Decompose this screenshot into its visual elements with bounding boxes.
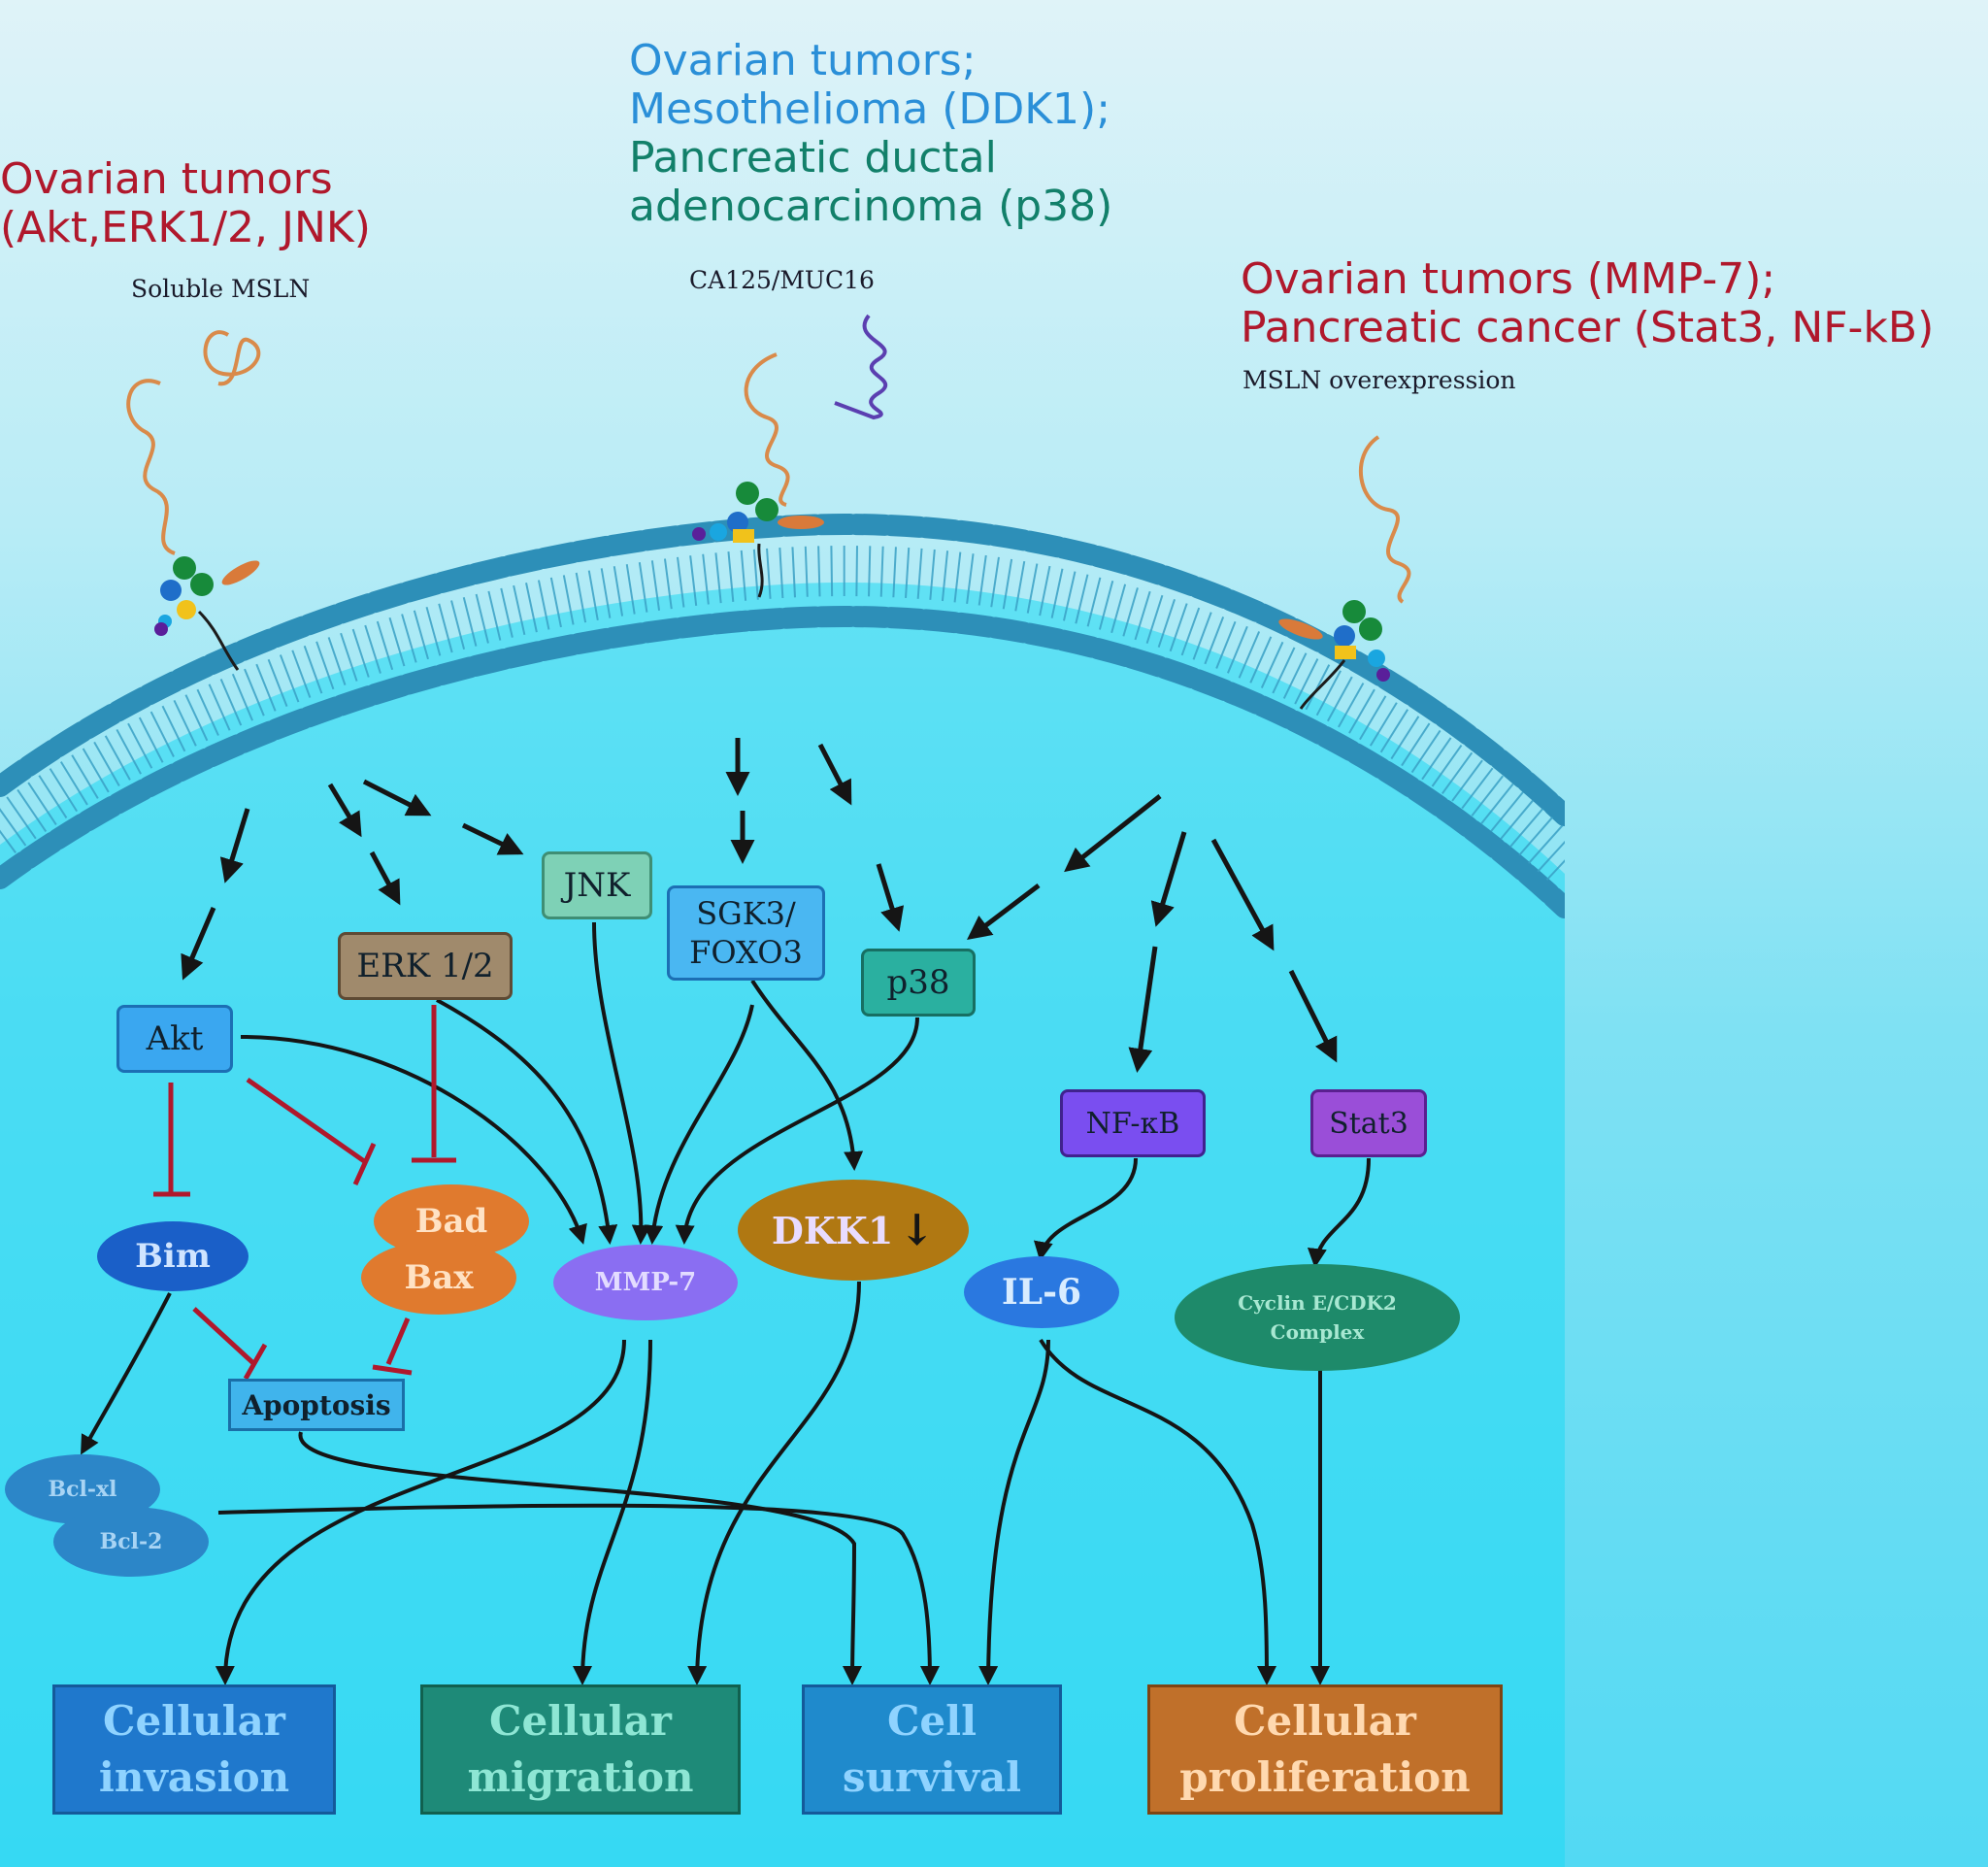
ca125-muc16-complex <box>692 314 888 598</box>
curve-nfkb-il6 <box>1033 1157 1138 1261</box>
curve-bim-bcl <box>81 1292 172 1455</box>
arrow-right-to-p38-2 <box>967 883 1041 941</box>
cyclin-cdk2-label: Cyclin E/CDK2 <box>1238 1291 1397 1315</box>
curve-dkk1-migration <box>687 1281 861 1685</box>
arrow-to-stat3-2 <box>1288 969 1338 1063</box>
curve-akt-mmp7 <box>240 1035 587 1245</box>
left-header-line1: Ovarian tumors <box>0 154 333 204</box>
nfkb-node: NF-κB <box>1060 1089 1206 1157</box>
membrane-inner-leaflet <box>0 605 1565 918</box>
right-header-line2: Pancreatic cancer (Stat3, NF-kB) <box>1241 303 1935 352</box>
inhibition-lines <box>153 1005 456 1381</box>
cell-survival-box: Cell survival <box>802 1684 1062 1815</box>
curve-bcl-survival <box>217 1503 940 1685</box>
msln-overexpression-label: MSLN overexpression <box>1242 366 1516 394</box>
overexpressed-msln-protein <box>1278 435 1411 710</box>
left-header: Ovarian tumors (Akt,ERK1/2, JNK) <box>0 155 371 252</box>
curve-sgk3-dkk1 <box>750 979 864 1171</box>
akt-inhibits-badbax <box>246 1077 377 1186</box>
membrane-lipid-tails <box>0 545 1565 881</box>
bim-node: Bim <box>97 1221 248 1291</box>
center-header: Ovarian tumors; Mesothelioma (DDK1); Pan… <box>629 37 1112 231</box>
erk-inhibits-badbax <box>412 1005 456 1163</box>
membrane-outer-leaflet <box>0 513 1565 826</box>
curve-il6-survival <box>978 1339 1050 1685</box>
p38-node: p38 <box>861 949 976 1017</box>
right-header: Ovarian tumors (MMP-7); Pancreatic cance… <box>1241 255 1934 352</box>
curve-sgk3-mmp7 <box>644 1004 754 1245</box>
sgk3-foxo3-node: SGK3/ FOXO3 <box>667 885 825 981</box>
curve-mmp7-migration <box>573 1339 652 1685</box>
arrow-to-nfkb-2 <box>1128 946 1158 1073</box>
cellular-migration-box: Cellular migration <box>420 1684 741 1815</box>
erk-node: ERK 1/2 <box>338 932 513 1000</box>
center-header-line3: Pancreatic ductal <box>629 133 997 183</box>
mmp7-node: MMP-7 <box>553 1245 738 1320</box>
curve-jnk-mmp7 <box>592 921 651 1245</box>
left-header-line2: (Akt,ERK1/2, JNK) <box>0 203 371 252</box>
arrow-to-jnk-2 <box>461 822 524 855</box>
center-header-line2: Mesothelioma (DDK1); <box>629 84 1111 134</box>
signaling-curves <box>81 921 1371 1685</box>
jnk-node: JNK <box>542 851 652 919</box>
downregulation-arrow-icon: ↓ <box>899 1205 936 1255</box>
apoptosis-node: Apoptosis <box>228 1379 405 1431</box>
complex-label: Complex <box>1270 1320 1365 1344</box>
curve-erk-mmp7 <box>436 998 618 1245</box>
center-header-line4: adenocarcinoma (p38) <box>629 182 1113 231</box>
dkk1-label: DKK1 <box>771 1208 894 1252</box>
soluble-msln-label: Soluble MSLN <box>131 275 311 303</box>
il6-node: IL-6 <box>964 1256 1119 1328</box>
cyclin-cdk2-node: Cyclin E/CDK2 Complex <box>1175 1264 1460 1371</box>
curve-mmp7-invasion <box>215 1339 626 1685</box>
arrow-to-nfkb-1 <box>1150 831 1187 927</box>
cellular-invasion-box: Cellular invasion <box>52 1684 336 1815</box>
akt-inhibits-bim <box>153 1083 190 1197</box>
curve-p38-mmp7 <box>675 1017 919 1245</box>
arrow-to-erk-2 <box>369 850 401 906</box>
center-header-line1: Ovarian tumors; <box>629 36 977 85</box>
akt-node: Akt <box>116 1005 233 1073</box>
bax-node: Bax <box>361 1241 516 1315</box>
arrow-to-stat3-1 <box>1210 838 1275 951</box>
foxo3-label: FOXO3 <box>689 934 803 971</box>
activation-arrows <box>181 738 1338 1073</box>
curve-stat3-cyclin <box>1307 1157 1371 1268</box>
soluble-msln-protein <box>126 330 261 671</box>
bim-inhibits-apoptosis <box>192 1307 268 1381</box>
arrow-to-p38-2 <box>876 863 905 932</box>
arrow-to-akt-1 <box>219 808 250 883</box>
stat3-node: Stat3 <box>1310 1089 1427 1157</box>
arrow-to-p38-1 <box>817 743 852 806</box>
arrow-to-akt-2 <box>181 907 216 981</box>
dkk1-node: DKK1 ↓ <box>738 1180 969 1281</box>
badbax-inhibits-apoptosis <box>372 1317 413 1376</box>
sgk3-label: SGK3/ <box>696 895 796 932</box>
right-header-line1: Ovarian tumors (MMP-7); <box>1241 254 1776 304</box>
arrow-right-to-p38-1 <box>1064 794 1162 873</box>
ca125-muc16-label: CA125/MUC16 <box>689 266 875 294</box>
cellular-proliferation-box: Cellular proliferation <box>1147 1684 1503 1815</box>
bcl2-node: Bcl-2 <box>53 1507 209 1577</box>
arrow-to-erk-1 <box>327 783 362 838</box>
curve-il6-proliferation <box>1039 1338 1276 1685</box>
arrow-to-jnk-1 <box>362 779 432 817</box>
